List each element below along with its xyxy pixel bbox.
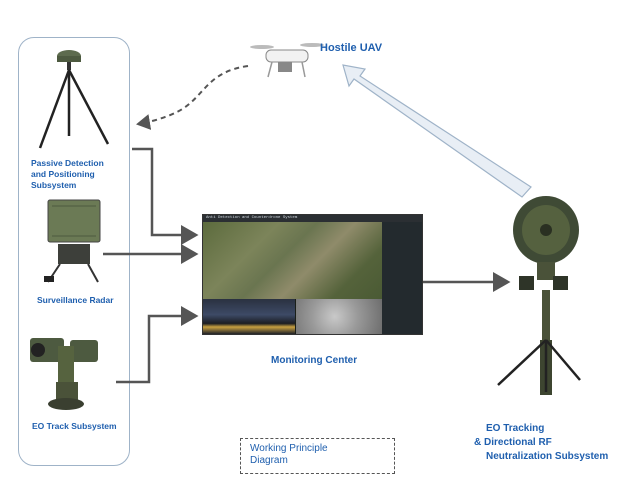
drone-image <box>250 43 324 78</box>
camera-feed-thermal <box>296 299 382 334</box>
monitoring-center-screen: Anti Detection and Counterdrone System <box>202 214 423 335</box>
subsystems-panel <box>18 37 130 466</box>
working-principle-line-2: Diagram <box>250 455 288 466</box>
working-principle-line-1: Working Principle <box>250 443 328 454</box>
monitoring-center-label: Monitoring Center <box>271 355 358 366</box>
control-side-panel <box>382 222 422 334</box>
eo-camera-image <box>30 338 98 410</box>
arrow-passive-to-monitor <box>132 147 199 245</box>
satellite-map-view <box>203 222 382 299</box>
hostile-uav-label: Hostile UAV <box>320 42 383 54</box>
arrow-uav-detection-dashed <box>136 65 249 130</box>
camera-feed-night <box>203 299 295 334</box>
tripod-antenna-image <box>38 50 110 149</box>
eo-tracking-line-3: Neutralization Subsystem <box>486 451 609 462</box>
radar-image <box>44 199 101 283</box>
eo-tracking-line-1: EO Tracking <box>486 423 545 434</box>
passive-detection-line-3: Subsystem <box>31 180 77 190</box>
working-principle-box <box>240 438 395 474</box>
screen-title-text: Anti Detection and Counterdrone System <box>206 216 298 220</box>
eo-tracking-line-2: & Directional RF <box>474 437 552 448</box>
passive-detection-label: Passive Detection and Positioning Subsys… <box>31 158 104 191</box>
passive-detection-line-2: and Positioning <box>31 169 95 179</box>
jammer-dish-image <box>497 196 581 395</box>
working-principle-label: Working Principle Diagram <box>250 443 328 467</box>
eo-track-label: EO Track Subsystem <box>32 421 117 431</box>
arrow-eo-to-monitor <box>116 306 199 384</box>
passive-detection-line-1: Passive Detection <box>31 158 104 168</box>
arrow-jammer-to-uav <box>342 64 532 198</box>
surveillance-radar-label: Surveillance Radar <box>37 295 114 305</box>
screen-title-bar: Anti Detection and Counterdrone System <box>203 215 422 222</box>
